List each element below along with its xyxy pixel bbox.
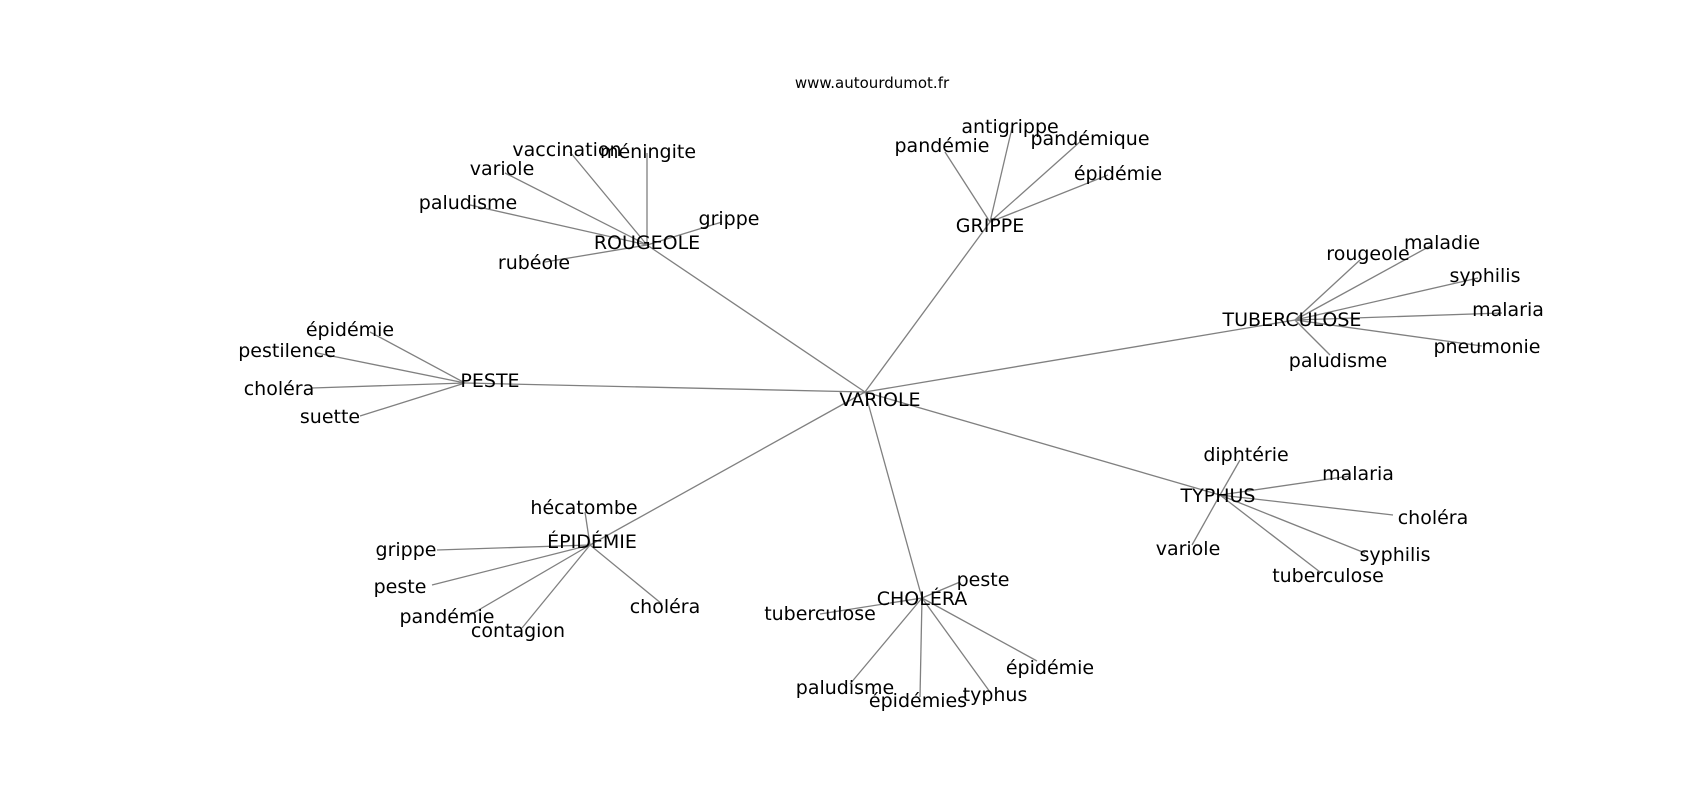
edge-cholera-peste bbox=[921, 581, 961, 599]
leaf-node-tuberculose-syphilis[interactable]: syphilis bbox=[1450, 265, 1521, 287]
hub-node-typhus[interactable]: TYPHUS bbox=[1180, 485, 1256, 507]
leaf-node-grippe-pandemique[interactable]: pandémique bbox=[1030, 128, 1149, 150]
leaf-node-epidemie-pandemie[interactable]: pandémie bbox=[400, 606, 495, 628]
leaf-node-peste-suette[interactable]: suette bbox=[300, 406, 360, 428]
leaf-node-rougeole-paludisme[interactable]: paludisme bbox=[419, 192, 517, 214]
edge-epidemie-contagion bbox=[521, 544, 591, 629]
leaf-node-epidemie-grippe[interactable]: grippe bbox=[376, 539, 437, 561]
edge-grippe-antigrippe bbox=[989, 127, 1013, 223]
edge-root-epidemie bbox=[589, 391, 866, 546]
edge-typhus-diphterie bbox=[1219, 459, 1241, 496]
leaf-node-typhus-diphterie[interactable]: diphtérie bbox=[1203, 444, 1288, 466]
edge-cholera-typhus bbox=[921, 597, 991, 693]
leaf-node-epidemie-cholera[interactable]: choléra bbox=[630, 596, 701, 618]
edge-tuberculose-syphilis bbox=[1294, 277, 1479, 321]
edge-typhus-variole bbox=[1191, 494, 1221, 546]
hub-node-tuberculose[interactable]: TUBERCULOSE bbox=[1222, 309, 1362, 331]
hub-node-peste[interactable]: PESTE bbox=[460, 370, 519, 392]
leaf-node-grippe-antigrippe[interactable]: antigrippe bbox=[961, 116, 1058, 138]
hub-node-epidemie[interactable]: ÉPIDÉMIE bbox=[547, 530, 637, 553]
hub-node-cholera[interactable]: CHOLÉRA bbox=[877, 587, 968, 610]
leaf-node-tuberculose-rougeole[interactable]: rougeole bbox=[1326, 243, 1409, 265]
edge-root-rougeole bbox=[646, 244, 866, 393]
leaf-node-typhus-variole[interactable]: variole bbox=[1156, 538, 1221, 560]
leaf-node-rougeole-meningite[interactable]: méningite bbox=[600, 141, 696, 163]
edge-tuberculose-paludisme bbox=[1294, 319, 1331, 356]
leaf-node-rougeole-rubeole[interactable]: rubéole bbox=[498, 252, 570, 274]
edge-peste-cholera bbox=[311, 382, 466, 389]
edge-cholera-paludisme bbox=[849, 597, 923, 685]
edge-typhus-syphilis bbox=[1219, 494, 1366, 554]
leaf-node-typhus-cholera[interactable]: choléra bbox=[1398, 507, 1469, 529]
edge-peste-epidemie bbox=[369, 331, 466, 384]
edge-epidemie-grippe bbox=[436, 544, 591, 551]
edge-tuberculose-malaria bbox=[1294, 312, 1503, 321]
hub-node-rougeole[interactable]: ROUGEOLE bbox=[594, 232, 700, 254]
leaf-node-epidemie-peste[interactable]: peste bbox=[374, 576, 427, 598]
edge-grippe-pandemique bbox=[989, 139, 1083, 223]
edge-rougeole-grippe bbox=[646, 221, 723, 246]
edge-grippe-epidemie bbox=[989, 174, 1109, 223]
leaf-node-epidemie-hecatombe[interactable]: hécatombe bbox=[530, 497, 637, 519]
leaf-node-cholera-typhus[interactable]: typhus bbox=[963, 684, 1028, 706]
leaf-node-rougeole-vaccination[interactable]: vaccination bbox=[512, 139, 621, 161]
edge-root-tuberculose bbox=[864, 319, 1296, 393]
leaf-node-peste-pestilence[interactable]: pestilence bbox=[238, 340, 336, 362]
edge-epidemie-cholera bbox=[589, 544, 663, 605]
leaf-node-typhus-syphilis[interactable]: syphilis bbox=[1360, 544, 1431, 566]
leaf-node-peste-cholera[interactable]: choléra bbox=[244, 378, 315, 400]
leaf-node-peste-epidemie[interactable]: épidémie bbox=[306, 319, 394, 341]
edge-rougeole-variole bbox=[504, 172, 648, 246]
edge-typhus-malaria bbox=[1219, 475, 1351, 496]
site-watermark: www.autourdumot.fr bbox=[795, 74, 950, 92]
edge-grippe-pandemie bbox=[944, 151, 991, 223]
edge-tuberculose-rougeole bbox=[1294, 259, 1361, 321]
leaf-node-typhus-malaria[interactable]: malaria bbox=[1322, 463, 1394, 485]
leaf-node-rougeole-grippe[interactable]: grippe bbox=[699, 208, 760, 230]
root-node-variole[interactable]: VARIOLE bbox=[839, 389, 920, 411]
edge-cholera-epidemies bbox=[919, 597, 923, 698]
edge-typhus-tuberculose bbox=[1219, 494, 1321, 573]
leaf-node-cholera-tuberculose[interactable]: tuberculose bbox=[764, 603, 876, 625]
edge-peste-suette bbox=[359, 382, 466, 417]
leaf-node-grippe-pandemie[interactable]: pandémie bbox=[895, 135, 990, 157]
edge-epidemie-peste bbox=[431, 544, 591, 586]
leaf-node-tuberculose-malaria[interactable]: malaria bbox=[1472, 299, 1544, 321]
leaf-node-tuberculose-pneumonie[interactable]: pneumonie bbox=[1434, 336, 1541, 358]
hub-node-grippe[interactable]: GRIPPE bbox=[956, 215, 1024, 237]
leaf-node-typhus-tuberculose[interactable]: tuberculose bbox=[1272, 565, 1384, 587]
edge-cholera-tuberculose bbox=[819, 597, 923, 615]
edge-root-peste bbox=[464, 382, 866, 393]
leaf-node-cholera-epidemie[interactable]: épidémie bbox=[1006, 657, 1094, 679]
leaf-node-grippe-epidemie[interactable]: épidémie bbox=[1074, 163, 1162, 185]
edge-epidemie-hecatombe bbox=[584, 511, 591, 546]
leaf-node-cholera-paludisme[interactable]: paludisme bbox=[796, 677, 894, 699]
edge-tuberculose-maladie bbox=[1294, 244, 1433, 321]
edge-cholera-epidemie bbox=[921, 597, 1038, 662]
edge-rougeole-rubeole bbox=[544, 244, 648, 263]
leaf-node-rougeole-variole[interactable]: variole bbox=[470, 158, 535, 180]
edge-epidemie-pandemie bbox=[469, 544, 591, 616]
leaf-node-tuberculose-maladie[interactable]: maladie bbox=[1404, 232, 1480, 254]
edge-tuberculose-pneumonie bbox=[1294, 319, 1483, 347]
edge-rougeole-paludisme bbox=[469, 204, 648, 246]
leaf-node-cholera-peste[interactable]: peste bbox=[957, 569, 1010, 591]
leaf-node-epidemie-contagion[interactable]: contagion bbox=[471, 620, 565, 642]
leaf-node-tuberculose-paludisme[interactable]: paludisme bbox=[1289, 350, 1387, 372]
edge-rougeole-vaccination bbox=[569, 151, 648, 246]
edge-root-grippe bbox=[864, 221, 991, 393]
graph-edges bbox=[311, 127, 1503, 698]
edge-root-cholera bbox=[864, 391, 923, 599]
edge-typhus-cholera bbox=[1219, 494, 1394, 516]
leaf-node-cholera-epidemies[interactable]: épidémies bbox=[869, 690, 967, 712]
edge-root-typhus bbox=[864, 391, 1221, 496]
edge-peste-pestilence bbox=[316, 352, 466, 384]
